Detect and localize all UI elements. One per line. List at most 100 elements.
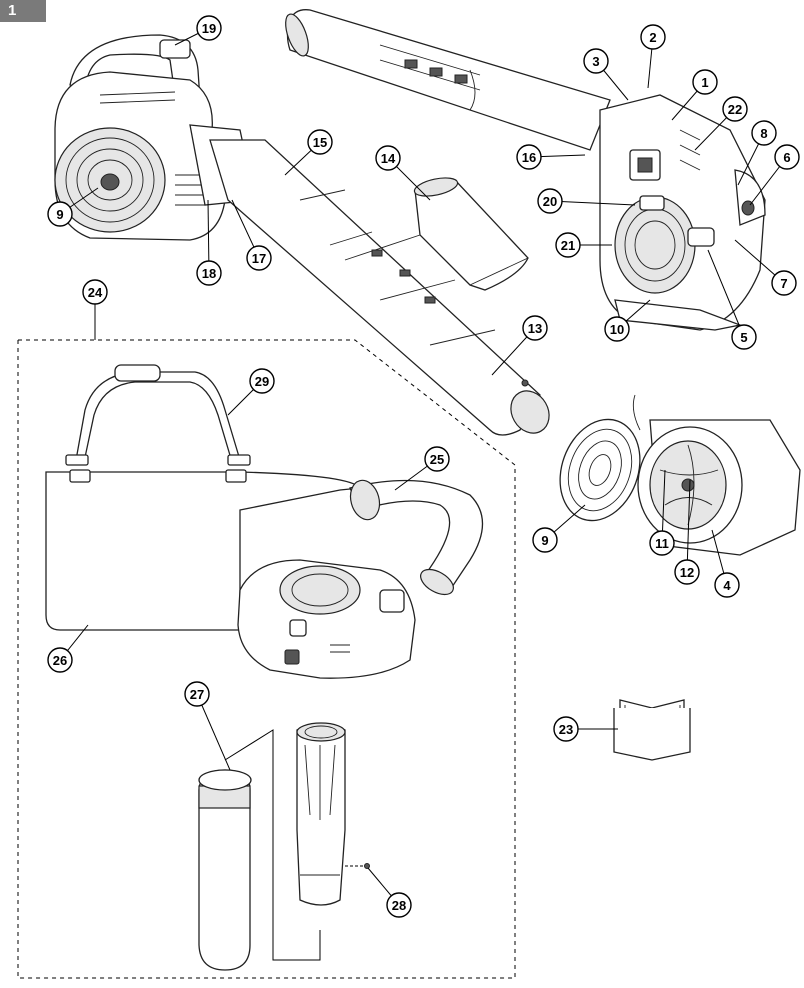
- callout-number: 12: [680, 565, 694, 580]
- fan-detail-illustration: [559, 394, 801, 556]
- callout-10: 10: [604, 316, 630, 342]
- callout-circle: [196, 15, 222, 41]
- screw-illustration: [345, 863, 370, 869]
- callout-circle: [640, 24, 666, 50]
- callout-15: 15: [307, 129, 333, 155]
- blower-tube-illustration: [209, 139, 550, 436]
- callout-number: 10: [610, 322, 624, 337]
- blower-assembled-illustration: [54, 34, 256, 241]
- callout-number: 14: [381, 151, 396, 166]
- callout-number: 19: [202, 21, 216, 36]
- callout-circle: [47, 201, 73, 227]
- callout-8: 8: [751, 120, 777, 146]
- callout-1: 1: [692, 69, 718, 95]
- callout-26: 26: [47, 647, 73, 673]
- callout-circle: [386, 892, 412, 918]
- callout-3: 3: [583, 48, 609, 74]
- callout-29: 29: [249, 368, 275, 394]
- callout-16: 16: [516, 144, 542, 170]
- callout-markers: 1234567899101112131415161718192021222324…: [47, 15, 800, 918]
- callout-13: 13: [522, 315, 548, 341]
- callout-circle: [692, 69, 718, 95]
- callout-number: 27: [190, 687, 204, 702]
- callout-circle: [82, 279, 108, 305]
- callout-21: 21: [555, 232, 581, 258]
- collection-bag-illustration: [45, 469, 362, 631]
- callout-18: 18: [196, 260, 222, 286]
- leader-line-27: [196, 693, 231, 771]
- callout-circle: [604, 316, 630, 342]
- callout-circle: [249, 368, 275, 394]
- callout-14: 14: [375, 145, 401, 171]
- nozzle-illustration: [413, 177, 529, 291]
- callout-circle: [731, 324, 757, 350]
- callout-number: 15: [313, 135, 327, 150]
- shoulder-strap-illustration: [65, 364, 251, 466]
- callout-9: 9: [47, 201, 73, 227]
- callout-6: 6: [774, 144, 800, 170]
- callout-circle: [649, 530, 675, 556]
- callout-23: 23: [553, 716, 579, 742]
- callout-number: 9: [56, 207, 63, 222]
- callout-number: 21: [561, 238, 575, 253]
- callout-circle: [583, 48, 609, 74]
- callout-24: 24: [82, 279, 108, 305]
- manual-book-icon: [613, 699, 691, 761]
- callout-number: 25: [430, 452, 444, 467]
- callout-circle: [184, 681, 210, 707]
- callout-11: 11: [649, 530, 675, 556]
- callout-circle: [553, 716, 579, 742]
- callout-circle: [246, 245, 272, 271]
- callout-27: 27: [184, 681, 210, 707]
- callout-number: 5: [740, 330, 747, 345]
- callout-7: 7: [771, 270, 797, 296]
- callout-number: 16: [522, 150, 536, 165]
- figure-number-tab: 1: [0, 0, 46, 22]
- suction-tubes-illustration: [198, 722, 346, 971]
- callout-number: 13: [528, 321, 542, 336]
- callout-circle: [674, 559, 700, 585]
- callout-12: 12: [674, 559, 700, 585]
- callout-circle: [722, 96, 748, 122]
- callout-circle: [516, 144, 542, 170]
- vacuum-hose-illustration: [349, 479, 483, 596]
- callout-number: 24: [88, 285, 103, 300]
- callout-circle: [774, 144, 800, 170]
- callout-circle: [532, 527, 558, 553]
- callout-22: 22: [722, 96, 748, 122]
- leader-line-20: [549, 200, 636, 206]
- callout-circle: [522, 315, 548, 341]
- callout-number: 23: [559, 722, 573, 737]
- callout-4: 4: [714, 572, 740, 598]
- vacuum-engine-illustration: [237, 559, 416, 679]
- callout-25: 25: [424, 446, 450, 472]
- callout-5: 5: [731, 324, 757, 350]
- callout-circle: [555, 232, 581, 258]
- callout-number: 11: [655, 536, 669, 551]
- callout-number: 7: [780, 276, 787, 291]
- upper-tube-illustration: [285, 9, 611, 151]
- callout-2: 2: [640, 24, 666, 50]
- callout-20: 20: [537, 188, 563, 214]
- callout-17: 17: [246, 245, 272, 271]
- callout-circle: [771, 270, 797, 296]
- callout-9: 9: [532, 527, 558, 553]
- engine-unit-illustration: [599, 94, 766, 331]
- callout-number: 20: [543, 194, 557, 209]
- callout-circle: [375, 145, 401, 171]
- callout-number: 18: [202, 266, 216, 281]
- callout-28: 28: [386, 892, 412, 918]
- callout-circle: [424, 446, 450, 472]
- leader-line-12: [686, 479, 691, 573]
- callout-number: 22: [728, 102, 742, 117]
- callout-number: 8: [760, 126, 767, 141]
- callout-number: 1: [701, 75, 708, 90]
- callout-circle: [47, 647, 73, 673]
- callout-number: 4: [723, 578, 731, 593]
- callout-19: 19: [196, 15, 222, 41]
- callout-number: 6: [783, 150, 790, 165]
- vacuum-kit-boundary: [17, 339, 516, 979]
- callout-number: 29: [255, 374, 269, 389]
- callout-number: 17: [252, 251, 266, 266]
